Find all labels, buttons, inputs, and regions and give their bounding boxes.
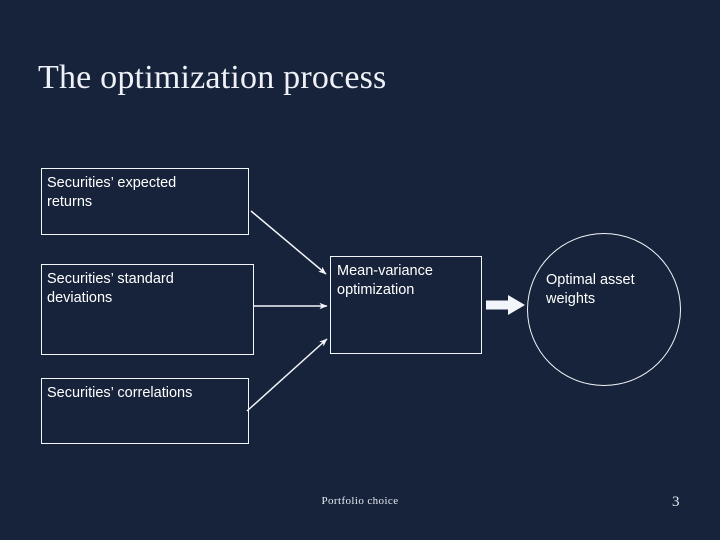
node-securities-expected-returns[interactable] [41,168,249,235]
slide-page-number: 3 [672,494,680,510]
page-title: The optimization process [38,59,387,96]
node-mean-variance-optimization[interactable] [330,256,482,354]
node-label-securities-correlations: Securities’ correlations [47,385,193,401]
arrow-expected-returns-to-optimization [250,210,327,275]
arrow-optimization-to-optimal-weights [486,295,525,315]
node-label-mean-variance-optimization: Mean-variance optimization [337,263,433,298]
node-securities-correlations[interactable] [41,378,249,444]
node-label-securities-expected-returns: Securities’ expected returns [47,175,177,210]
node-label-optimal-asset-weights: Optimal asset weights [546,272,635,307]
node-label-securities-standard-deviations: Securities’ standard deviations [47,271,174,306]
node-securities-standard-deviations[interactable] [41,264,254,355]
arrow-correlations-to-optimization [246,338,328,412]
slide-footer-note: Portfolio choice [321,495,399,507]
node-optimal-asset-weights[interactable] [527,233,681,386]
